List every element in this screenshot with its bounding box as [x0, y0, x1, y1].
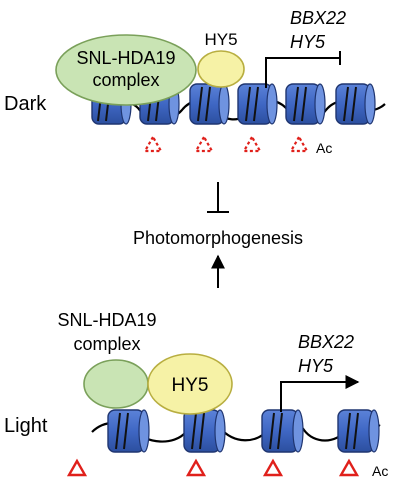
triangle-icon — [338, 458, 360, 477]
triangle-icon — [185, 458, 207, 477]
nucleosome — [189, 83, 230, 125]
light-complex-label-line2: complex — [73, 334, 140, 354]
light-nucleosomes — [107, 409, 380, 453]
dark-complex-ellipse — [55, 34, 197, 106]
dark-hy5-ellipse — [197, 50, 245, 88]
nucleosome — [107, 409, 150, 453]
dashed-triangle-icon — [242, 134, 262, 153]
light-hy5-ellipse — [147, 353, 233, 415]
process-label: Photomorphogenesis — [133, 228, 303, 248]
light-complex-ellipse — [83, 359, 149, 409]
center-regulation: Photomorphogenesis — [133, 182, 303, 288]
dashed-triangle-icon — [194, 134, 214, 153]
light-panel: Ac SNL-HDA19 complex HY5 BBX22 HY5 Light — [4, 310, 388, 479]
dark-complex-label-line2: complex — [92, 70, 159, 90]
nucleosome — [237, 83, 278, 125]
light-complex-label-line1: SNL-HDA19 — [57, 310, 156, 330]
dark-acetylation-marks — [143, 134, 309, 153]
dark-gene-label-line1: BBX22 — [290, 8, 346, 28]
nucleosome — [261, 409, 304, 453]
nucleosome — [183, 409, 226, 453]
dark-condition-label: Dark — [4, 93, 47, 115]
light-condition-label: Light — [4, 415, 48, 437]
dark-panel: Ac SNL-HDA19 complex HY5 BBX22 HY5 Dark — [4, 8, 386, 156]
inhibition-bar-icon — [207, 182, 229, 213]
light-gene-label-line2: HY5 — [298, 356, 334, 376]
light-acetylation-marks — [66, 458, 360, 477]
nucleosome — [335, 83, 376, 125]
light-hy5-label: HY5 — [172, 375, 209, 396]
light-gene-label-line1: BBX22 — [298, 332, 354, 352]
dark-blocked-promoter — [265, 51, 341, 88]
dashed-triangle-icon — [143, 134, 163, 153]
light-ac-label: Ac — [372, 463, 388, 479]
dark-gene-label-line2: HY5 — [290, 32, 326, 52]
light-active-promoter — [280, 375, 360, 412]
dark-complex-label-line1: SNL-HDA19 — [76, 48, 175, 68]
triangle-icon — [66, 458, 88, 477]
nucleosome — [337, 409, 380, 453]
triangle-icon — [262, 458, 284, 477]
dark-hy5-label: HY5 — [204, 30, 237, 49]
nucleosome — [285, 83, 326, 125]
dashed-triangle-icon — [289, 134, 309, 153]
dark-ac-label: Ac — [316, 140, 332, 156]
